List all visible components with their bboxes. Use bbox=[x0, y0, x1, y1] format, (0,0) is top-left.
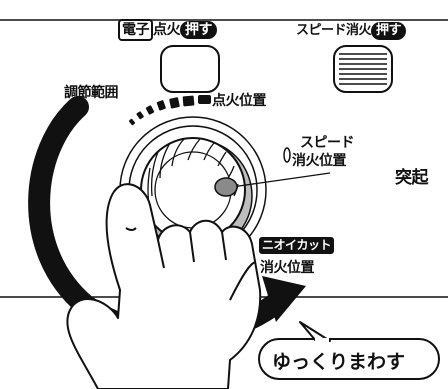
speed-off-push-button[interactable] bbox=[333, 45, 393, 93]
hand-icon bbox=[66, 183, 262, 389]
odor-cut-position-label: 消火位置 bbox=[260, 260, 315, 276]
adjust-range-scale bbox=[128, 95, 211, 126]
speech-bubble-icon bbox=[258, 321, 440, 380]
protrusion-knob-nub bbox=[214, 177, 238, 197]
speed-off-label-text: スピード消火 bbox=[296, 23, 372, 38]
ignition-position-label: 点火位置 bbox=[212, 93, 267, 109]
speed-off-position-label-1: スピード bbox=[300, 135, 355, 151]
rotation-arrow-head bbox=[262, 276, 306, 322]
protrusion-label: 突起 bbox=[395, 168, 429, 188]
speed-off-position-label-2: 消火位置 bbox=[292, 153, 347, 169]
protrusion-leader-line bbox=[231, 172, 331, 188]
speed-off-button-label: スピード消火押す bbox=[296, 19, 407, 40]
speed-off-push-badge: 押す bbox=[371, 22, 407, 40]
ignition-label-text: 点火 bbox=[153, 22, 181, 38]
adjust-range-label: 調節範囲 bbox=[64, 85, 119, 101]
electronic-badge: 電子 bbox=[118, 19, 153, 41]
ignition-button-label: 電子点火押す bbox=[118, 19, 217, 41]
turn-slowly-label: ゆっくりまわす bbox=[272, 351, 406, 373]
odor-cut-badge-wrap: ニオイカット bbox=[259, 237, 335, 254]
speed-off-position-mark bbox=[283, 147, 291, 163]
odor-cut-badge: ニオイカット bbox=[259, 237, 335, 254]
ignition-push-button[interactable] bbox=[160, 45, 220, 93]
ignition-push-badge: 押す bbox=[180, 21, 217, 39]
